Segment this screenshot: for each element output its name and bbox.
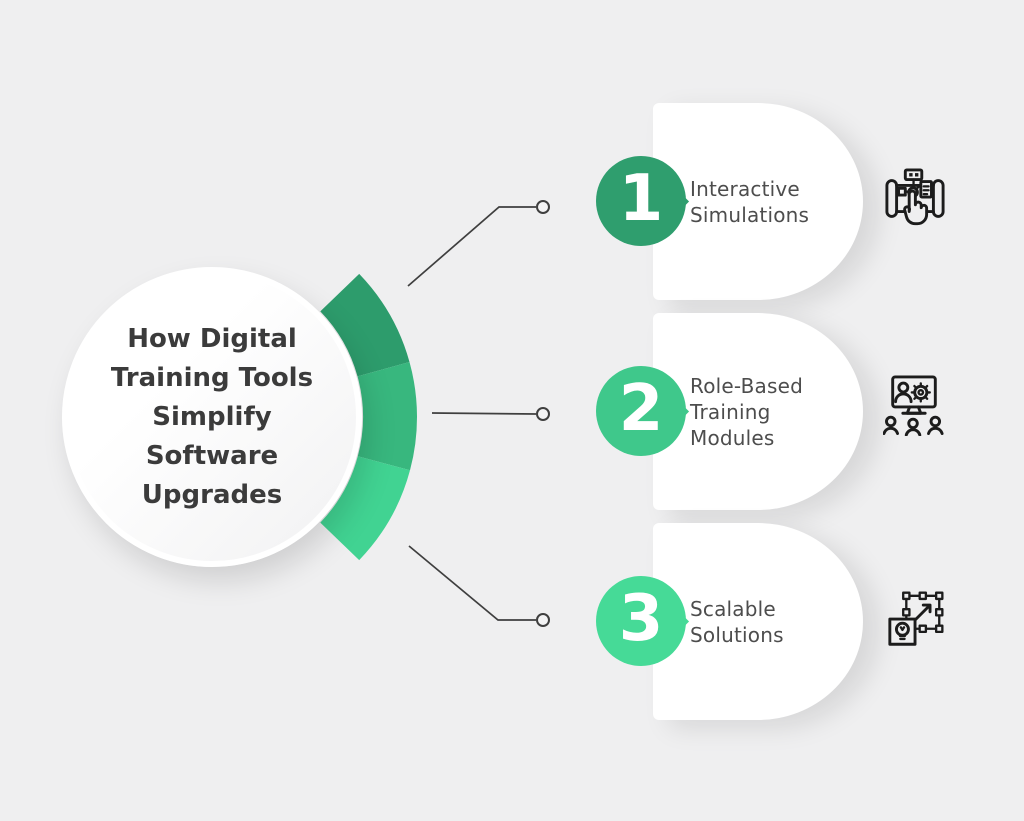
item-label-line: Interactive [690,176,800,201]
interactive-simulations-icon [884,167,946,229]
title-line: Software [145,440,279,471]
item-label-line: Role-Based [690,373,803,398]
connector-line-3 [408,545,536,621]
center-circle: How Digital Training Tools Simplify Soft… [62,267,362,567]
item-label-line: Solutions [690,622,784,647]
item-label-line: Scalable [690,596,776,621]
item-card-1: 1 Interactive Simulations [596,103,863,300]
item-3-number-badge: 3 [596,576,686,666]
title-line: Simplify [152,401,272,432]
connector-dot-1 [536,200,550,214]
item-label-line: Simulations [690,202,810,227]
item-1-number-badge: 1 [596,156,686,246]
item-2-label: Role-Based Training Modules [653,373,803,451]
main-title: How Digital Training Tools Simplify Soft… [111,320,313,515]
connector-line-1 [407,206,536,287]
connector-line-2 [431,412,537,415]
item-card-3: 3 Scalable Solutions [596,523,863,720]
item-2-number-badge: 2 [596,366,686,456]
connector-dot-2 [536,407,550,421]
item-1-label: Interactive Simulations [653,176,809,228]
item-3-number: 3 [618,582,664,656]
item-label-line: Modules [690,425,775,450]
item-card-2: 2 Role-Based Training Modules [596,313,863,510]
title-line: Training Tools [110,362,314,393]
item-1-number: 1 [618,162,664,236]
role-based-training-modules-icon [882,374,945,437]
title-line: How Digital [127,323,297,354]
item-label-line: Training [690,399,771,424]
arc-segment-middle [357,362,417,471]
item-2-number: 2 [618,372,664,446]
connector-dot-3 [536,613,550,627]
scalable-solutions-icon [885,590,947,652]
item-3-label: Scalable Solutions [653,596,784,648]
title-line: Upgrades [141,479,283,510]
